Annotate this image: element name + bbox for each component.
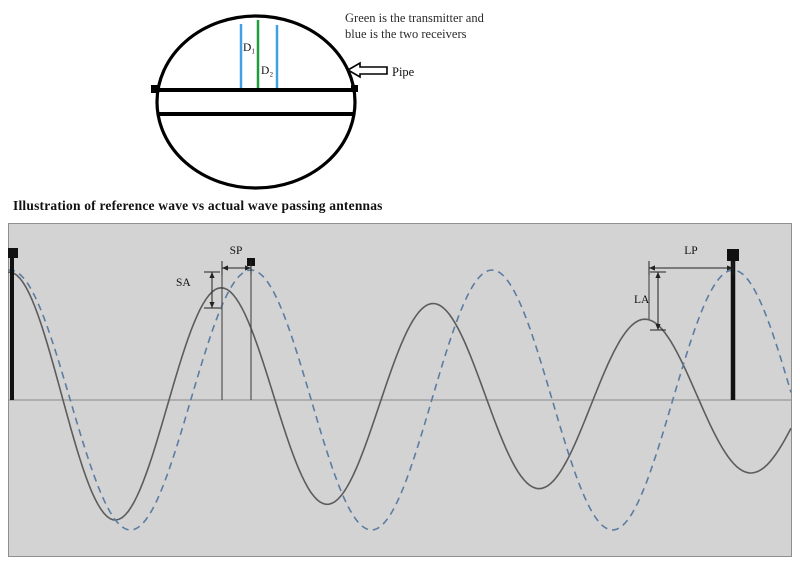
dim-label-sa: SA	[176, 277, 191, 289]
pipe-outline	[155, 14, 357, 190]
wave-chart: SP SA LP LA	[8, 223, 792, 557]
pipe-cross-section-diagram: D₁ D₂ Pipe	[151, 14, 415, 190]
dim-arrow-sp-left	[222, 265, 228, 271]
dim-label-la: LA	[634, 294, 650, 306]
antenna-right-square	[727, 249, 739, 261]
label-d1: D₁	[243, 42, 255, 54]
dim-arrow-lp-left	[649, 265, 655, 271]
diagram-note-line1: Green is the transmitter and	[345, 11, 484, 25]
wall-end-square-left	[151, 85, 159, 93]
diagram-note: Green is the transmitter and blue is the…	[345, 10, 545, 42]
antenna-left-square	[8, 248, 18, 258]
chart-background	[8, 223, 792, 557]
dim-label-sp: SP	[230, 245, 243, 257]
wave-actual-dashed	[8, 269, 792, 531]
label-d2: D₂	[261, 65, 273, 77]
diagram-note-line2: blue is the two receivers	[345, 27, 467, 41]
wave-chart-container: SP SA LP LA	[8, 222, 792, 558]
dim-arrow-sp-right	[245, 265, 251, 271]
dim-arrow-sa-top	[209, 272, 215, 278]
label-pipe: Pipe	[392, 65, 415, 79]
dim-arrow-la-bottom	[655, 324, 661, 330]
wave-reference-solid	[8, 271, 792, 521]
dim-label-lp: LP	[684, 245, 697, 257]
dim-arrow-la-top	[655, 272, 661, 278]
wall-end-square-right	[351, 85, 358, 92]
pipe-arrow-icon	[346, 61, 388, 79]
figure-caption: Illustration of reference wave vs actual…	[13, 198, 383, 213]
dim-arrow-lp-right	[727, 265, 733, 271]
dim-arrow-sa-bottom	[209, 302, 215, 308]
